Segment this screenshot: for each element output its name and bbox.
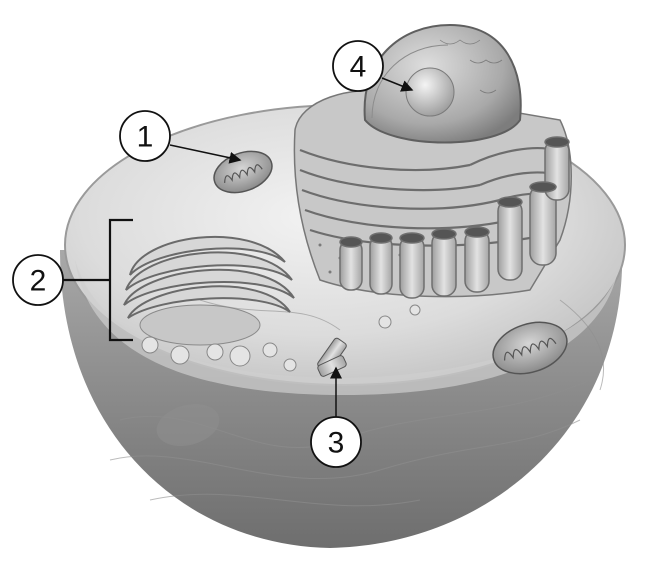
nucleolus — [406, 68, 454, 116]
callout-4-label: 4 — [350, 51, 367, 84]
callout-1-label: 1 — [137, 121, 154, 154]
callout-2-label: 2 — [30, 265, 47, 298]
callout-3-label: 3 — [328, 427, 345, 460]
nucleus — [365, 25, 521, 143]
